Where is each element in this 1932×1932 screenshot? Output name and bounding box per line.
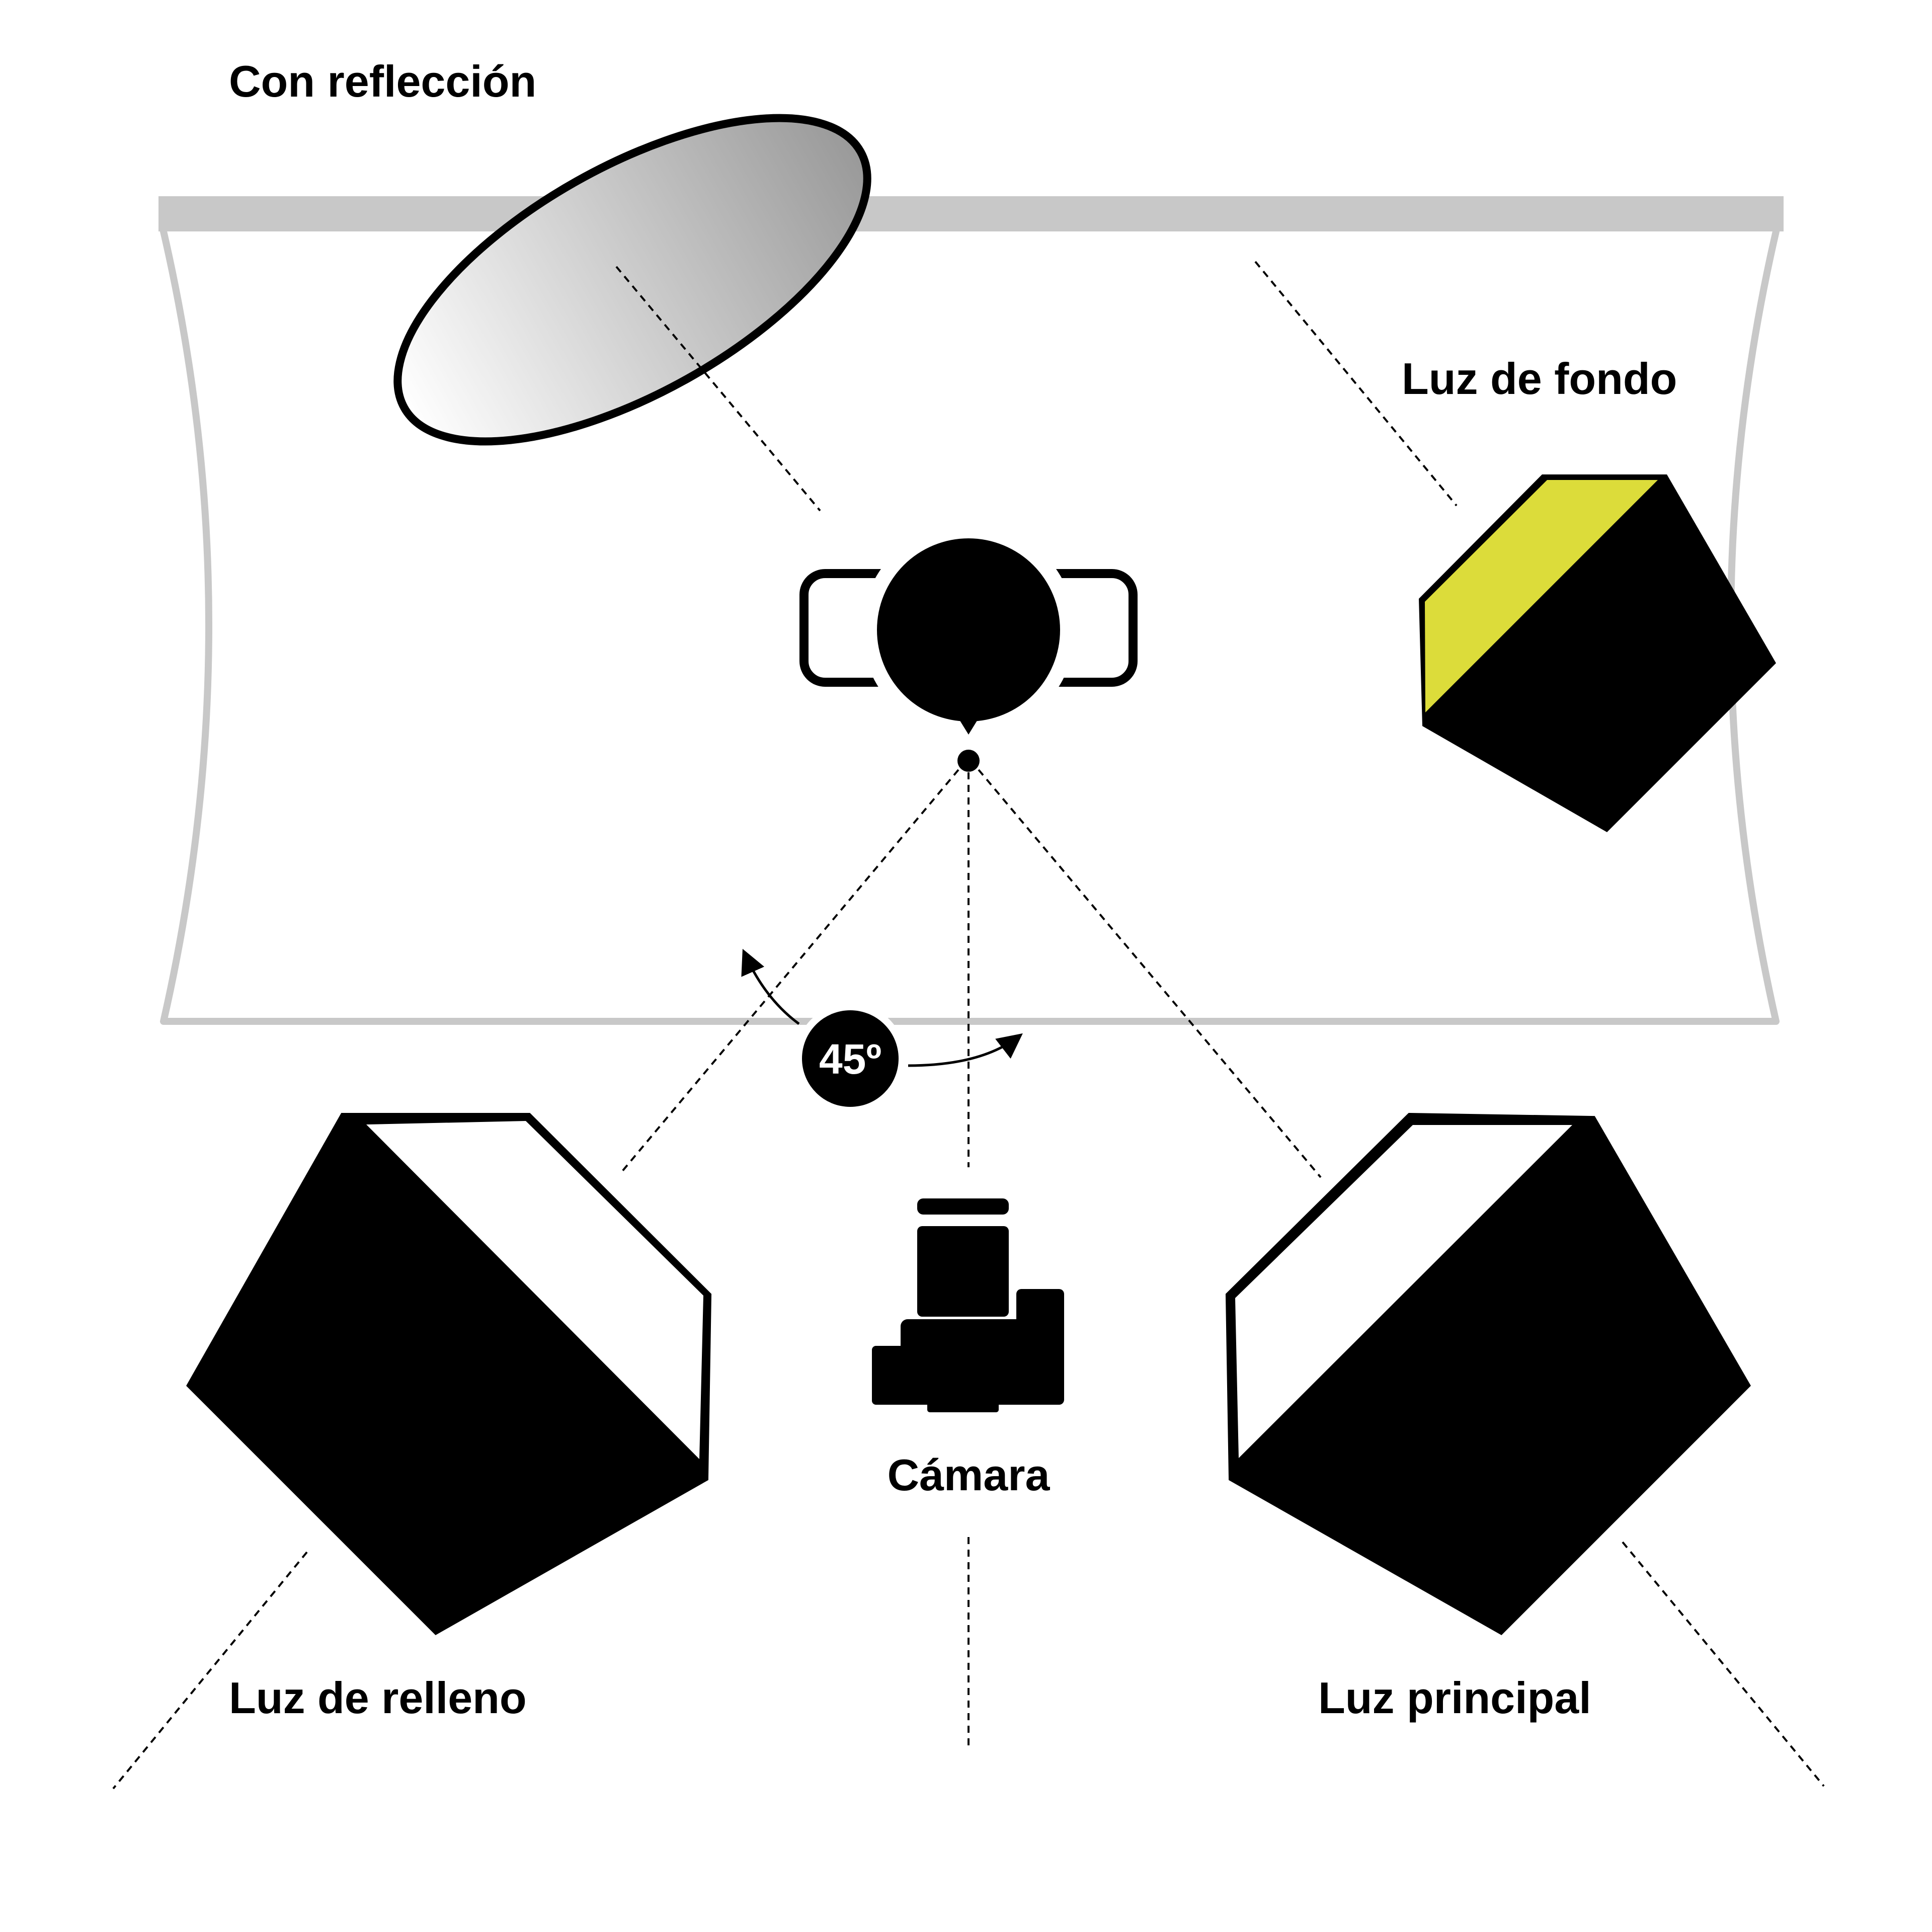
fill-light [112,1113,712,1790]
backdrop-paper [160,228,1780,1025]
subject-center-point [957,750,980,772]
fill-light-diffuser [366,1121,703,1459]
reflector-guide-line [615,266,821,512]
angle-arrow-left [741,948,800,1025]
background-light-diffuser [1425,480,1658,712]
fill-light-guide-line [620,769,959,1173]
angle-indicator: 45º [741,948,1023,1114]
backdrop [158,196,1784,1025]
angle-badge-fill [802,1010,899,1107]
key-light-back-guide-line [1622,1541,1825,1787]
subject [799,523,1138,772]
key-light-diffuser [1235,1125,1572,1458]
key-light-guide-line [978,769,1322,1178]
fill-light-back-guide-line [112,1551,308,1790]
reflector-icon [393,114,871,446]
angle-label: 45º [819,1035,881,1083]
background-light [1254,261,1776,832]
fill-light-label: Luz de relleno [229,1673,527,1723]
background-light-label: Luz de fondo [1402,354,1677,404]
key-light [1225,1112,1825,1787]
reflector [393,114,871,512]
camera-label: Cámara [888,1450,1051,1500]
key-light-label: Luz principal [1318,1673,1591,1723]
angle-arrow-right [908,1033,1023,1067]
person-top-view-icon [862,523,1075,737]
backdrop-bar [158,196,1784,231]
background-light-guide-line [1254,261,1458,507]
camera-icon [872,1198,1064,1412]
reflector-label: Con reflección [229,56,536,106]
